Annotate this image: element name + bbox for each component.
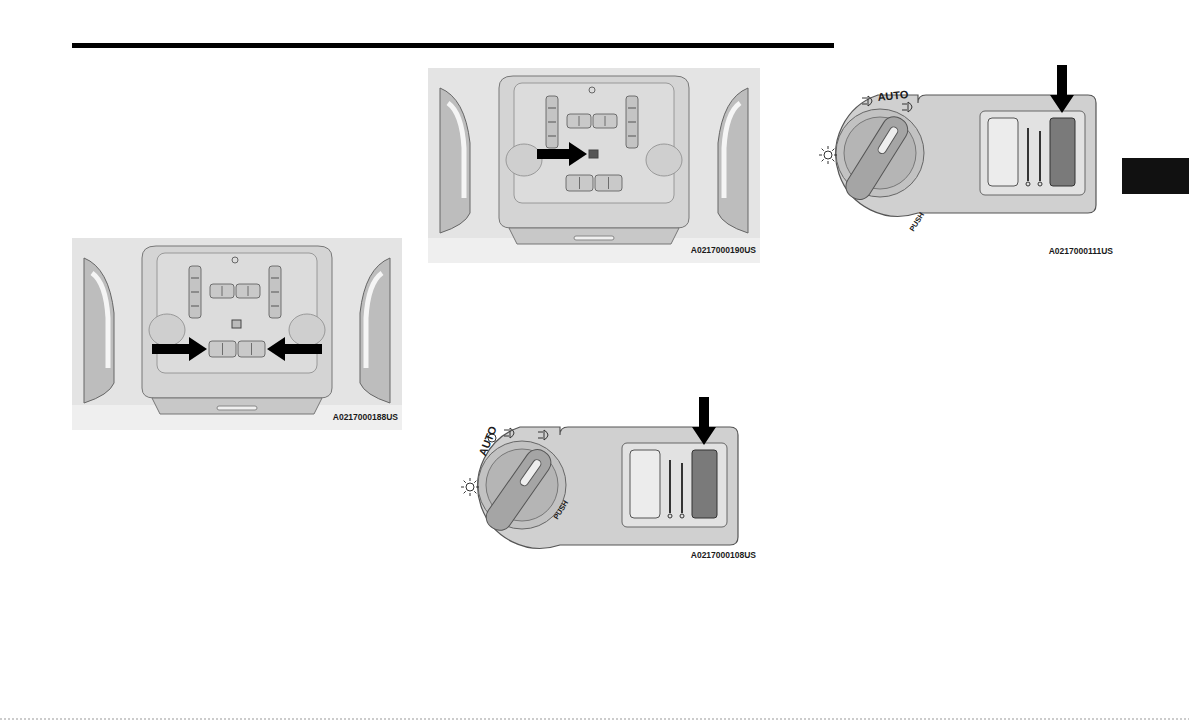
headlamp-switch-illustration: [819, 65, 1096, 216]
switch-marking: AUTO: [477, 425, 499, 458]
pointer-arrow: [1050, 65, 1074, 113]
chapter-tab: [1122, 158, 1189, 194]
figure-code: A0217000188US: [333, 413, 398, 422]
figure-code: A0217000108US: [691, 551, 756, 560]
pointer-arrow: [537, 142, 587, 166]
figure-code: A0217000111US: [1049, 247, 1113, 256]
switch-marking: AUTO: [877, 89, 909, 103]
pointer-arrow: [267, 337, 322, 361]
trim-line: [0, 719, 1189, 720]
header-rule: [72, 43, 834, 48]
switch-marking: PUSH: [908, 211, 925, 233]
pointer-arrow: [692, 397, 716, 445]
overhead-console-illustration: [72, 238, 402, 430]
switch-marking: PUSH: [552, 499, 569, 521]
overhead-console-illustration: [428, 68, 760, 263]
headlamp-switch-illustration: [461, 397, 738, 548]
figure-code: A0217000190US: [691, 246, 756, 255]
pointer-arrow: [152, 337, 207, 361]
